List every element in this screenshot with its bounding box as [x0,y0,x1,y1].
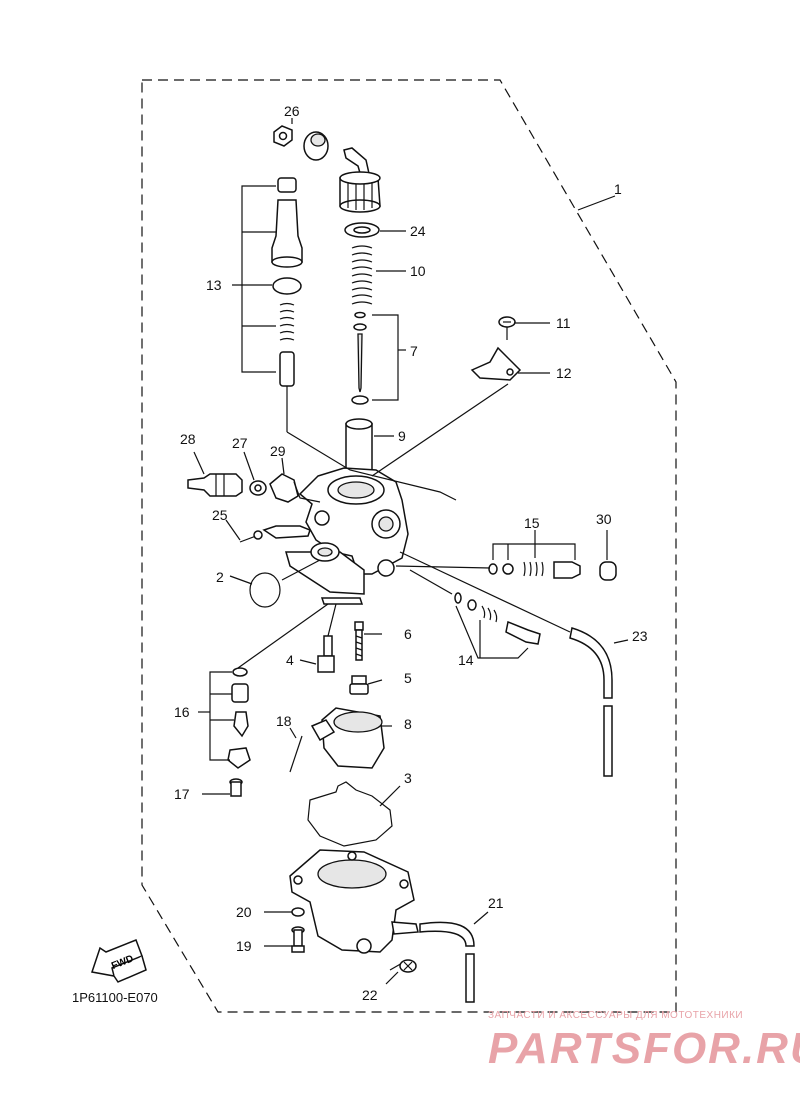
assembly-boundary [141,79,677,1013]
leader-lines [193,118,629,985]
callout-26: 26 [284,103,300,119]
callout-21: 21 [488,895,504,911]
callout-19: 19 [236,938,252,954]
float-chamber [289,849,419,954]
diagram-code: 1P61100-E070 [72,990,158,1005]
callout-5: 5 [404,670,412,686]
mixing-chamber-top [339,147,381,213]
callout-30: 30 [596,511,612,527]
callout-17: 17 [174,786,190,802]
part-17-screw [229,778,243,797]
part-19-screw [291,926,305,953]
part-6-main-nozzle [354,621,364,661]
part-15-throttle-stop-screw [488,530,581,579]
part-9-throttle-valve [345,418,373,477]
part-23-hose [569,627,613,777]
callout-15: 15 [524,515,540,531]
callout-8: 8 [404,716,412,732]
carburetor-body [285,467,409,605]
callout-7: 7 [410,343,418,359]
callout-24: 24 [410,223,426,239]
callout-10: 10 [410,263,426,279]
callout-16: 16 [174,704,190,720]
part-3-gasket [307,781,393,847]
watermark-tagline: ЗАПЧАСТИ И АКСЕССУАРЫ ДЛЯ МОТОТЕХНИКИ [488,1010,744,1021]
part-24-washer [344,222,380,238]
part-29-clip [269,473,299,503]
part-13-starter-plunger [241,177,303,428]
callout-3: 3 [404,770,412,786]
callout-13: 13 [206,277,222,293]
part-11-screw [498,316,516,340]
part-16-float-valve [198,667,251,769]
part-30-cap [599,561,617,581]
callout-12: 12 [556,365,572,381]
callout-1: 1 [614,181,622,197]
callout-25: 25 [212,507,228,523]
part-10-spring [351,245,373,305]
fwd-arrow-icon: FWD [91,939,147,983]
part-5-main-jet [349,675,369,695]
callout-11: 11 [556,315,571,331]
callout-27: 27 [232,435,248,451]
part-27-washer [249,480,267,496]
part-8-float [310,707,385,769]
callout-22: 22 [362,987,378,1003]
callout-23: 23 [632,628,648,644]
part-26-nut-cap [273,125,329,161]
callout-4: 4 [286,652,294,668]
callout-29: 29 [270,443,286,459]
part-18-float-pin [289,735,303,773]
part-4-needle-jet [317,635,335,673]
callout-2: 2 [216,569,224,585]
part-25-screw [239,530,263,543]
part-20-washer [291,907,305,917]
fuel-pipe-fitting [262,525,311,539]
part-2-o-ring [249,572,281,608]
callout-6: 6 [404,626,412,642]
part-28-pilot-screw [187,473,243,497]
part-21-drain-hose [419,921,475,1003]
part-12-plate [470,346,522,381]
watermark-brand: PARTSFOR.RU [488,1024,800,1073]
callout-9: 9 [398,428,406,444]
callout-14: 14 [458,652,474,668]
part-14-air-screw [454,592,541,659]
part-22-drain-screw [389,959,417,973]
callout-20: 20 [236,904,252,920]
callout-18: 18 [276,713,292,729]
part-7-needle-set [351,311,399,405]
callout-28: 28 [180,431,196,447]
